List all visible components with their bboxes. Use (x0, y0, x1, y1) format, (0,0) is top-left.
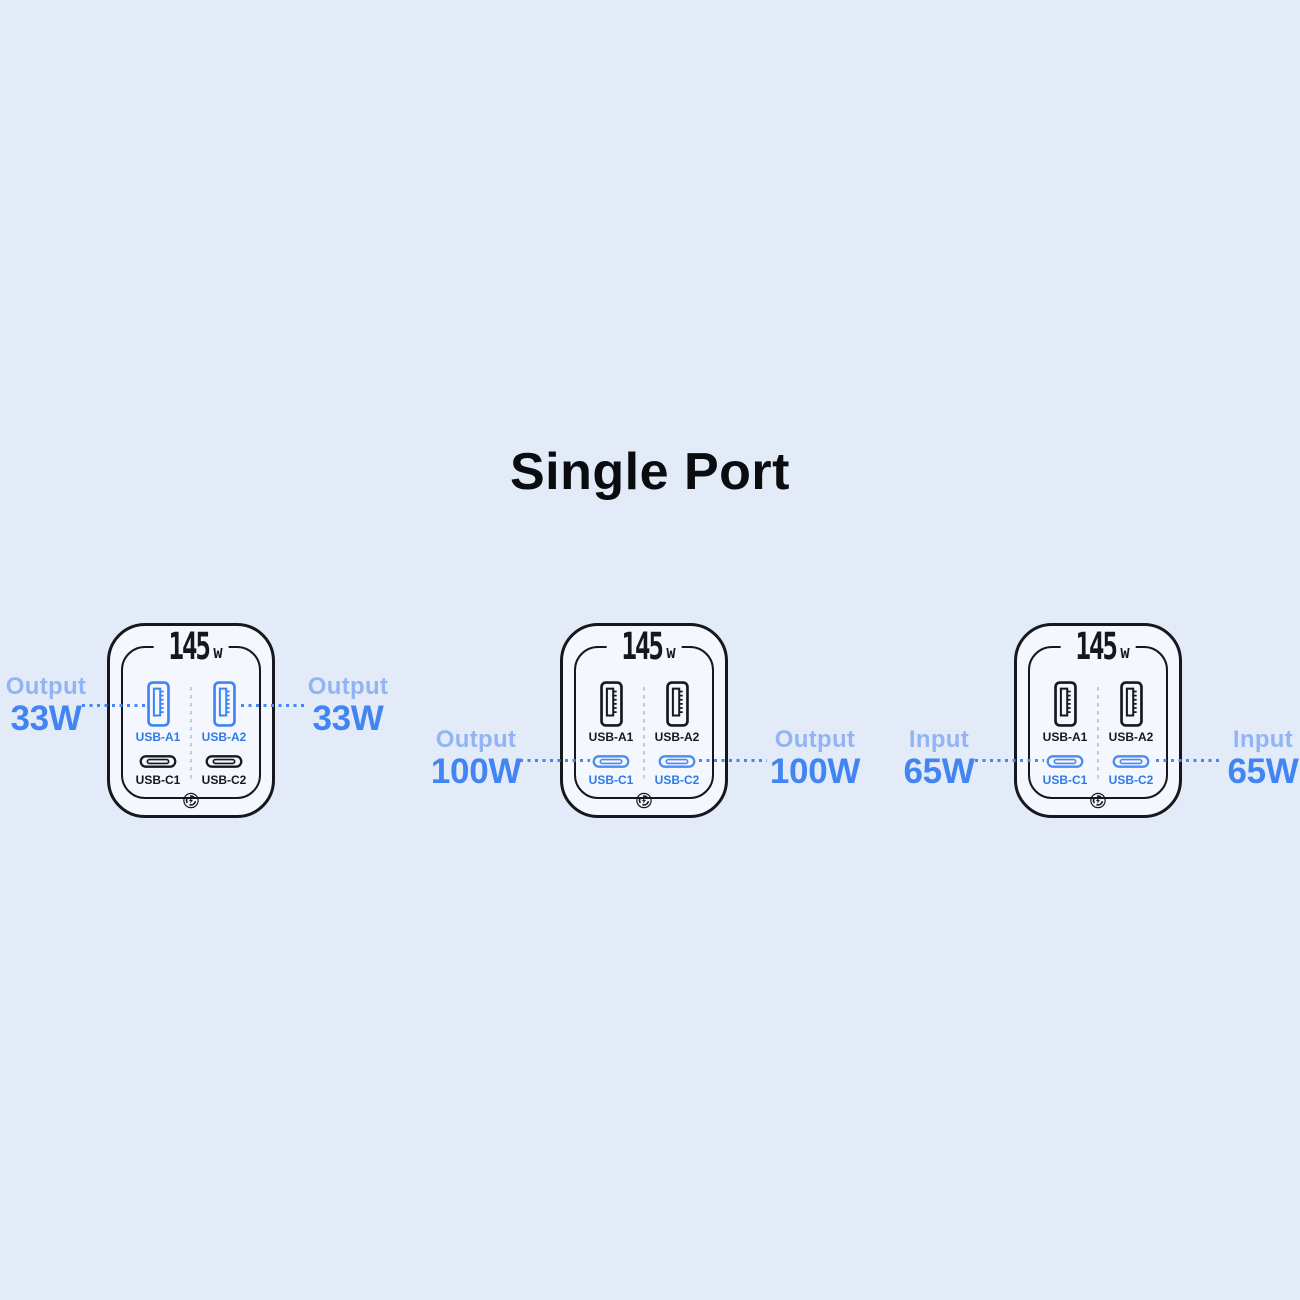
port-divider-line (1097, 687, 1099, 781)
usb-a-port-icon (1054, 681, 1077, 727)
annotation-label: Output (435, 726, 517, 753)
annotation-value: 33W (10, 699, 82, 738)
annotation-value: 33W (312, 699, 384, 738)
port-label-usb-a2: USB-A2 (201, 730, 247, 744)
dotted-connector-line (975, 759, 1044, 762)
fast-charge-icon (183, 792, 200, 809)
wattage-number: 145 (1075, 625, 1118, 668)
usb-a-port-icon (213, 681, 236, 727)
annotation-input-65w-left: Input 65W (894, 726, 984, 791)
port-column-2: USB-A2 USB-C2 (1103, 681, 1159, 787)
ports-row: USB-A1 USB-C1 USB-A2 USB-C2 (563, 681, 725, 787)
dotted-connector-line (82, 704, 146, 707)
wattage-number: 145 (621, 625, 664, 668)
port-label-usb-a1: USB-A1 (588, 730, 634, 744)
dotted-connector-line (1156, 759, 1223, 762)
usb-a-port-icon (666, 681, 689, 727)
dotted-connector-line (241, 704, 305, 707)
port-label-usb-a2: USB-A2 (654, 730, 700, 744)
annotation-label: Output (5, 673, 87, 700)
port-label-usb-c1: USB-C1 (1042, 773, 1088, 787)
port-label-usb-c1: USB-C1 (588, 773, 634, 787)
port-label-usb-a1: USB-A1 (135, 730, 181, 744)
port-label-usb-a1: USB-A1 (1042, 730, 1088, 744)
wattage-unit: w (1120, 642, 1129, 663)
annotation-label: Input (908, 726, 970, 753)
annotation-value: 100W (769, 752, 861, 791)
annotation-input-65w-right: Input 65W (1219, 726, 1300, 791)
usb-a-port-icon (1120, 681, 1143, 727)
dotted-connector-line (699, 759, 767, 762)
usb-a-port-icon (600, 681, 623, 727)
usb-c-port-icon (139, 755, 177, 768)
wattage-unit: w (213, 642, 222, 663)
page-title: Single Port (510, 443, 790, 501)
usb-c-port-icon (205, 755, 243, 768)
port-column-1: USB-A1 USB-C1 (583, 681, 639, 787)
annotation-output-33w-left: Output 33W (1, 673, 91, 738)
usb-c-port-icon (1112, 755, 1150, 768)
annotation-output-100w-left: Output 100W (429, 726, 523, 791)
annotation-value: 100W (430, 752, 522, 791)
port-label-usb-c2: USB-C2 (1108, 773, 1154, 787)
annotation-label: Input (1232, 726, 1294, 753)
dotted-connector-line (520, 759, 590, 762)
annotation-label: Output (307, 673, 389, 700)
fast-charge-icon (636, 792, 653, 809)
port-column-2: USB-A2 USB-C2 (196, 681, 252, 787)
port-label-usb-c1: USB-C1 (135, 773, 181, 787)
port-column-2: USB-A2 USB-C2 (649, 681, 705, 787)
port-column-1: USB-A1 USB-C1 (130, 681, 186, 787)
port-label-usb-c2: USB-C2 (654, 773, 700, 787)
fast-charge-icon (1090, 792, 1107, 809)
port-label-usb-c2: USB-C2 (201, 773, 247, 787)
wattage-unit: w (666, 642, 675, 663)
usb-a-port-icon (147, 681, 170, 727)
annotation-value: 65W (903, 752, 975, 791)
ports-row: USB-A1 USB-C1 USB-A2 USB-C2 (1017, 681, 1179, 787)
port-divider-line (643, 687, 645, 781)
usb-c-port-icon (658, 755, 696, 768)
port-divider-line (190, 687, 192, 781)
ports-row: USB-A1 USB-C1 USB-A2 USB-C2 (110, 681, 272, 787)
annotation-output-100w-right: Output 100W (767, 726, 863, 791)
usb-c-port-icon (592, 755, 630, 768)
port-label-usb-a2: USB-A2 (1108, 730, 1154, 744)
usb-c-port-icon (1046, 755, 1084, 768)
annotation-output-33w-right: Output 33W (303, 673, 393, 738)
annotation-value: 65W (1227, 752, 1299, 791)
wattage-number: 145 (168, 625, 211, 668)
annotation-label: Output (774, 726, 856, 753)
port-column-1: USB-A1 USB-C1 (1037, 681, 1093, 787)
